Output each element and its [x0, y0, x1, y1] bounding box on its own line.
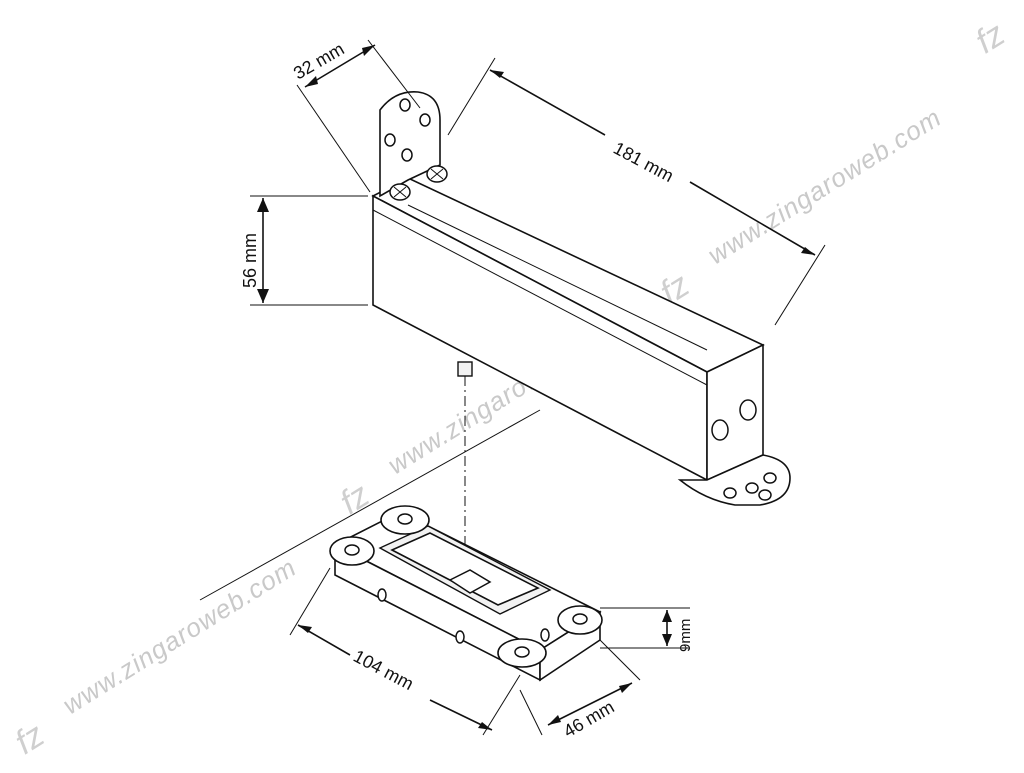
watermark-logo: fz	[969, 15, 1012, 61]
dim-label-plate-width: 46 mm	[560, 697, 618, 742]
dim-label-plate-length: 104 mm	[350, 646, 417, 694]
end-screw-hole	[739, 399, 757, 421]
end-screw-hole	[711, 419, 729, 441]
watermark-text: www.zingaroweb.com	[57, 552, 301, 720]
spindle	[457, 361, 473, 377]
dimension-lines	[250, 39, 826, 736]
watermark-logo: fz	[334, 476, 377, 522]
dim-label-length: 181 mm	[610, 138, 677, 186]
watermark-text: www.zingaroweb.com	[702, 102, 946, 270]
dim-label-height: 56 mm	[240, 233, 260, 288]
spindle-socket	[448, 569, 492, 594]
reference-line	[199, 409, 541, 601]
watermark-logo: fz	[9, 716, 52, 762]
dim-label-plate-height: 9mm	[677, 619, 694, 652]
closer-body	[199, 91, 791, 601]
base-plate	[329, 505, 603, 682]
dim-label-width-top: 32 mm	[290, 39, 348, 84]
